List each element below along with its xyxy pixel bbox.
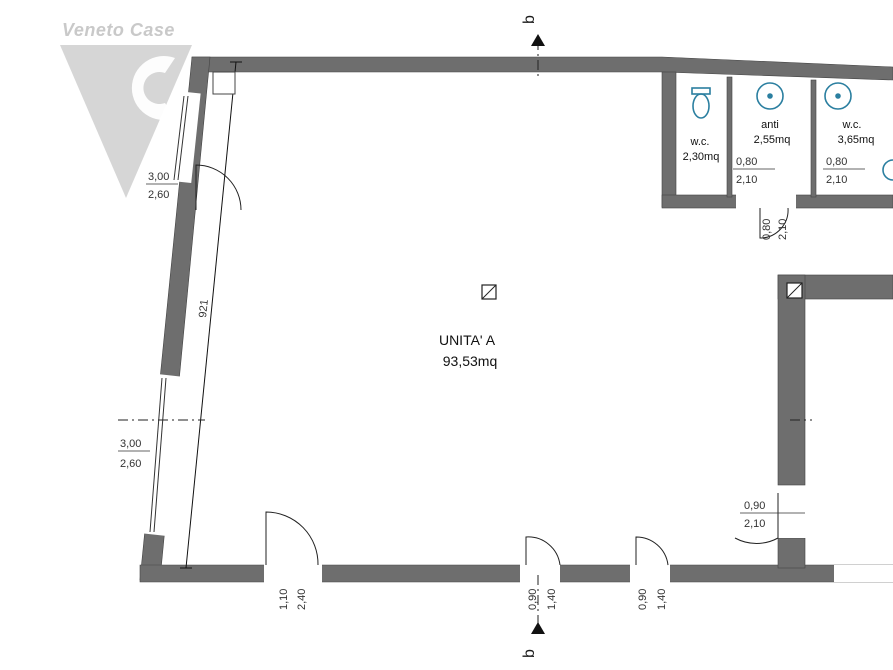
svg-text:0,80: 0,80 (736, 156, 757, 168)
wall-top (191, 56, 893, 81)
toilet-tank-icon (691, 87, 711, 95)
column-marker (481, 284, 497, 300)
svg-text:0,90: 0,90 (744, 500, 765, 512)
section-mark-bottom: b (521, 649, 538, 658)
svg-text:2,10: 2,10 (736, 174, 757, 186)
svg-text:0,90: 0,90 (527, 589, 539, 610)
wall-wc-left (661, 71, 677, 208)
main-room-area: 93,53mq (443, 353, 497, 369)
windows (149, 95, 189, 533)
logo-letter-c (131, 55, 175, 120)
section-arrow-top (531, 34, 545, 46)
room-anti-name: anti (761, 119, 779, 131)
room-wc-1-area: 2,30mq (683, 151, 720, 163)
sink-icon-2 (824, 82, 852, 110)
svg-text:2,60: 2,60 (120, 458, 141, 470)
wall-wc-div-1 (726, 76, 733, 198)
dimension-921-label: 921 (197, 299, 211, 319)
svg-text:1,40: 1,40 (546, 589, 558, 610)
door-swings (195, 164, 789, 566)
dimension-921 (180, 61, 242, 569)
fixtures (691, 82, 893, 181)
logo-text: Veneto Case (62, 20, 175, 40)
svg-text:2,10: 2,10 (744, 518, 765, 530)
svg-text:2,10: 2,10 (826, 174, 847, 186)
openings (141, 90, 893, 584)
logo (60, 45, 192, 198)
svg-text:0,90: 0,90 (637, 589, 649, 610)
room-wc-1-name: w.c. (690, 136, 710, 148)
svg-text:3,00: 3,00 (148, 171, 169, 183)
svg-text:2,10: 2,10 (777, 219, 789, 240)
wall-wc-div-2 (810, 79, 817, 198)
toilet-icon-2 (882, 159, 893, 181)
corner-pillar (212, 71, 236, 95)
svg-text:2,40: 2,40 (296, 589, 308, 610)
main-room-name: UNITA' A (439, 332, 496, 348)
opening-dimensions: 3,00 2,60 3,00 2,60 0,80 2,10 0,80 2,10 … (118, 156, 865, 610)
toilet-icon (692, 93, 710, 119)
wall-right-low (777, 537, 806, 569)
svg-text:3,00: 3,00 (120, 438, 141, 450)
section-mark-top: b (521, 15, 538, 24)
room-wc-2-area: 3,65mq (838, 134, 875, 146)
walls (139, 56, 893, 583)
sink-icon (756, 82, 784, 110)
svg-text:0,80: 0,80 (761, 219, 773, 240)
room-wc-2-name: w.c. (842, 119, 862, 131)
wall-right-col (777, 274, 806, 486)
logo-triangle (60, 45, 192, 198)
section-arrow-bottom (531, 622, 545, 634)
room-anti-area: 2,55mq (754, 134, 791, 146)
svg-text:2,60: 2,60 (148, 189, 169, 201)
svg-text:1,40: 1,40 (656, 589, 668, 610)
svg-text:1,10: 1,10 (278, 589, 290, 610)
svg-text:0,80: 0,80 (826, 156, 847, 168)
